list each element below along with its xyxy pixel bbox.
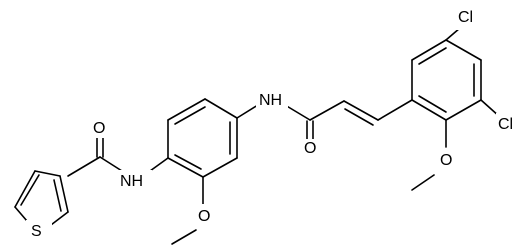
methoxy-oxygen-left-label: O	[198, 208, 210, 225]
bond	[59, 175, 69, 213]
chlorine-right-label: Cl	[498, 116, 513, 133]
label-bg	[456, 6, 482, 30]
bond	[418, 95, 447, 113]
label-bg	[436, 148, 458, 172]
bond	[284, 104, 311, 121]
label-bg	[496, 113, 522, 137]
bond	[174, 106, 206, 125]
label-bg	[300, 139, 322, 159]
bond	[445, 39, 482, 61]
bond	[167, 98, 206, 121]
bond	[411, 39, 447, 61]
bond	[411, 174, 435, 191]
label-bg	[118, 170, 152, 190]
right-benzene-ring	[411, 39, 482, 121]
bond	[202, 157, 238, 178]
bond	[149, 157, 169, 172]
bond	[171, 229, 197, 245]
bond	[411, 99, 447, 121]
label-bg	[90, 118, 110, 138]
bond	[204, 98, 238, 119]
methoxy-oxygen-right-label: O	[440, 152, 452, 169]
bond	[67, 156, 101, 177]
amide-nh-left-label: NH	[120, 173, 143, 190]
bond	[309, 100, 345, 121]
label-bg	[26, 220, 52, 242]
bond	[418, 47, 447, 65]
chlorine-top-label: Cl	[458, 9, 473, 26]
label-bg	[194, 204, 216, 228]
bond	[377, 99, 413, 121]
bond	[14, 170, 36, 208]
bond	[99, 156, 123, 172]
thiophene-carbonyl-oxygen-label: O	[93, 120, 105, 137]
central-benzene-ring	[167, 98, 238, 178]
bond	[167, 157, 204, 178]
label-bg	[256, 91, 288, 111]
bond	[34, 170, 61, 177]
amide-nh-right-label: NH	[259, 92, 282, 109]
bond	[174, 154, 202, 170]
bond	[445, 99, 482, 121]
bond	[236, 104, 259, 119]
acryl-carbonyl-oxygen-label: O	[304, 140, 316, 157]
bond	[53, 179, 62, 212]
thiophene-ring	[14, 170, 69, 229]
bond	[20, 174, 40, 206]
bond	[344, 108, 374, 126]
sulfur-atom-label: S	[31, 223, 42, 240]
bond	[343, 100, 379, 121]
